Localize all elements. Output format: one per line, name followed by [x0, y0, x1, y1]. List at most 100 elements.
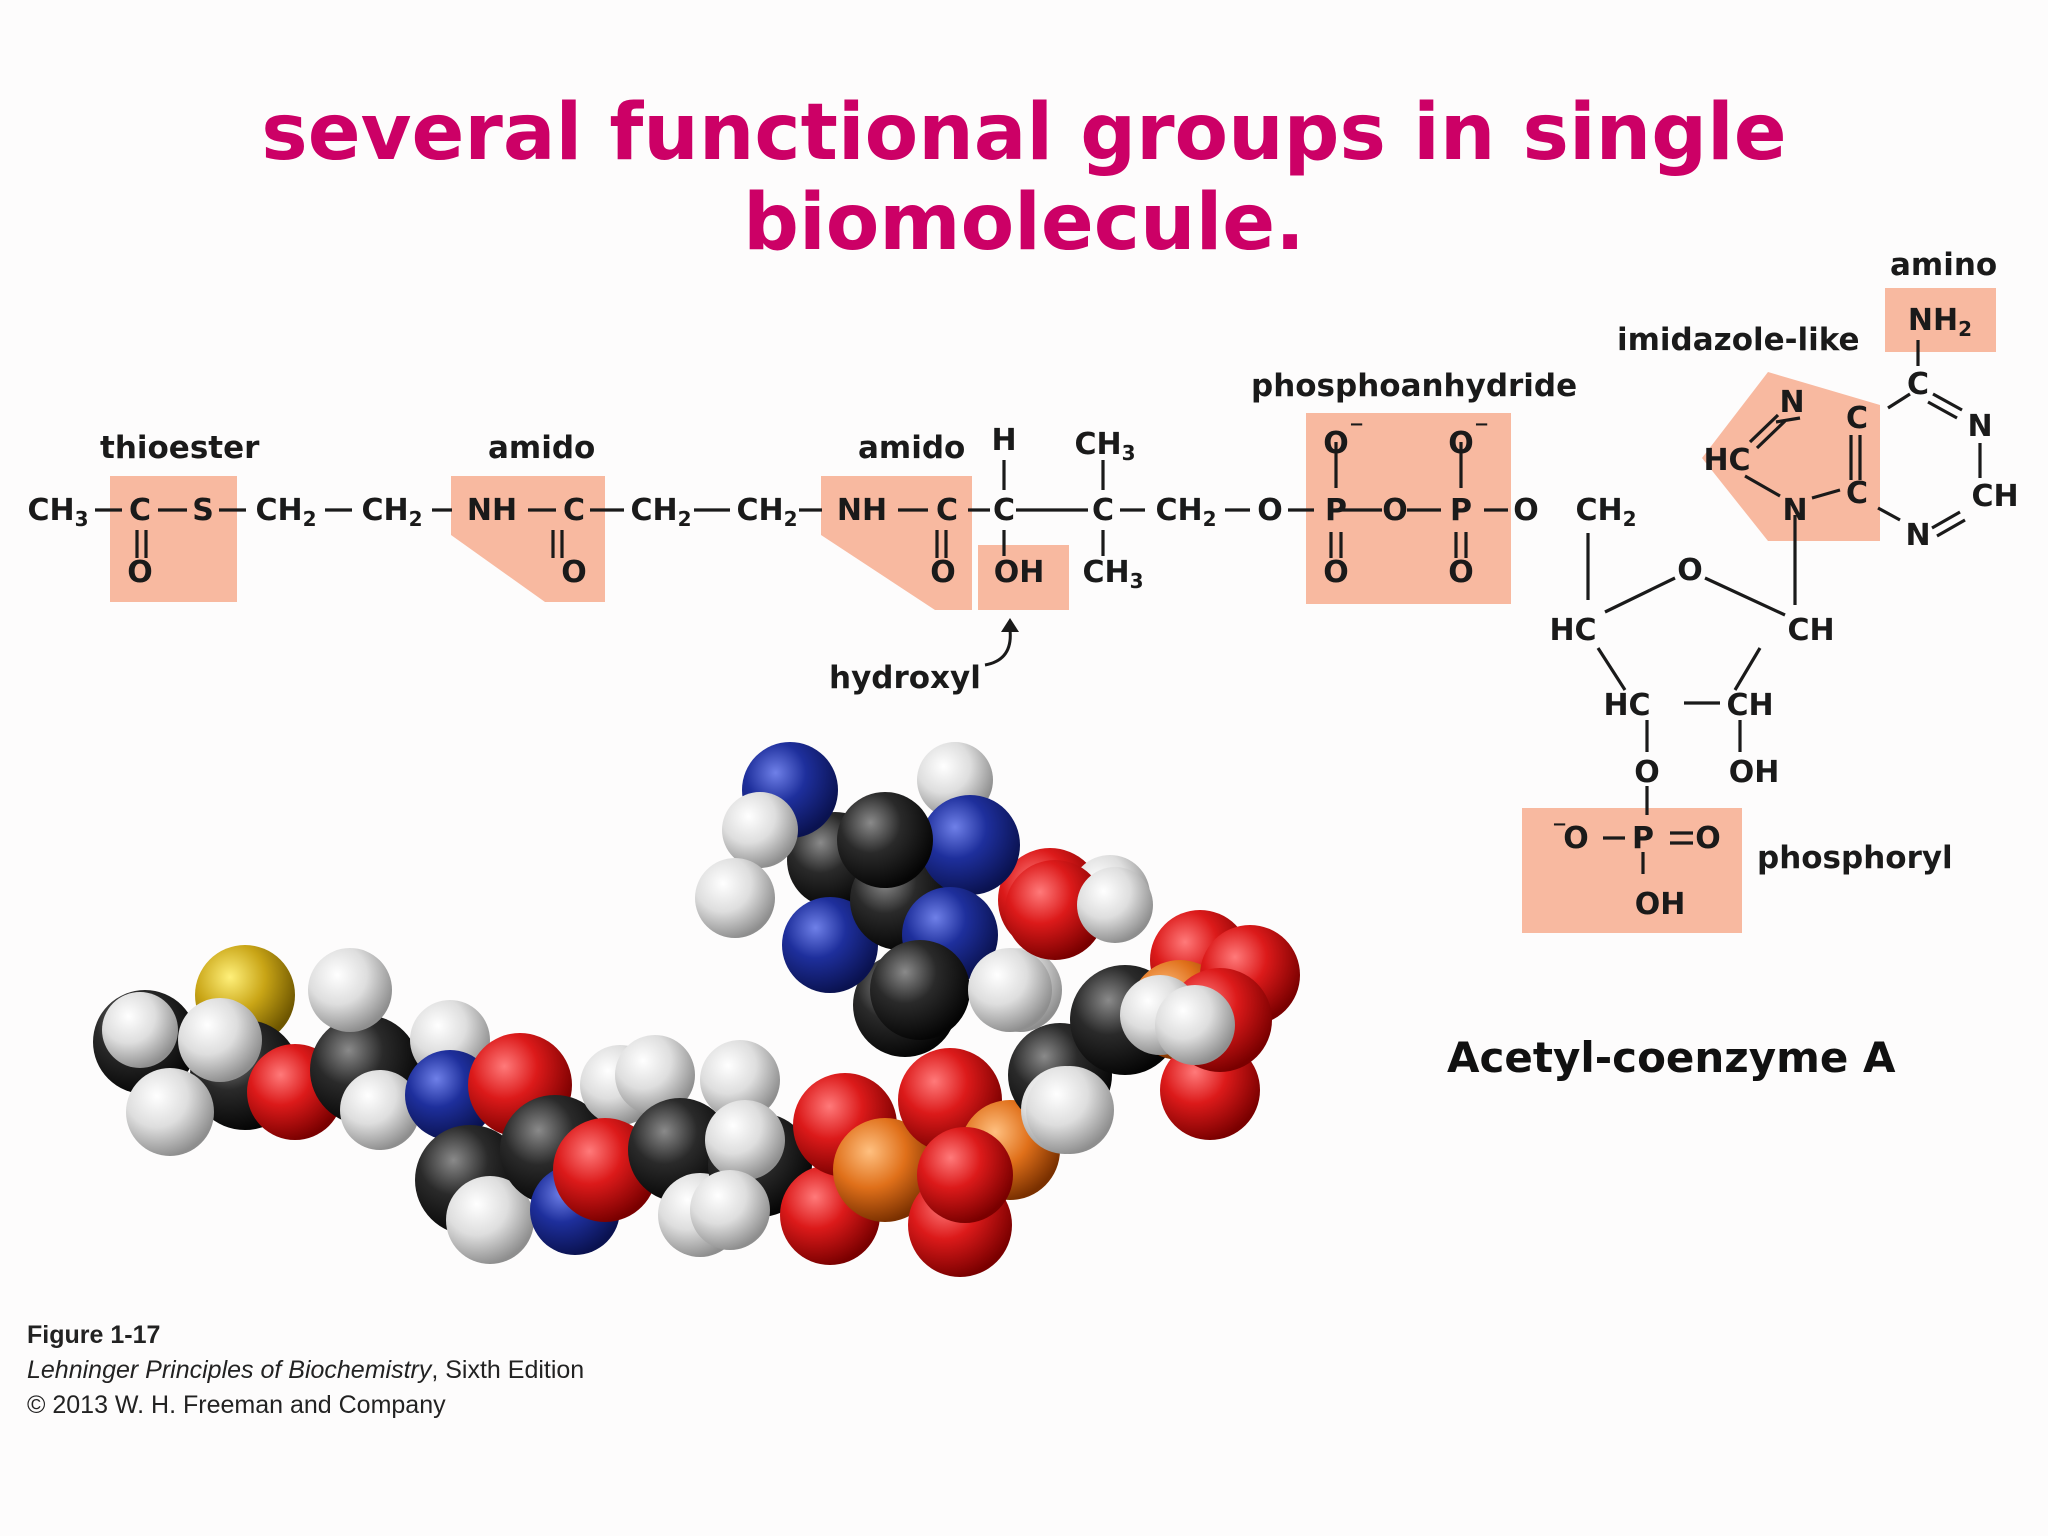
svg-text:CH: CH [1787, 613, 1834, 648]
svg-text:C: C [1907, 367, 1929, 402]
svg-text:CH: CH [1726, 688, 1773, 723]
svg-text:C: C [936, 493, 958, 528]
amino-label: amino [1890, 247, 1997, 283]
svg-text:O: O [1323, 426, 1349, 461]
svg-text:−: − [1474, 414, 1489, 435]
svg-text:−: − [1552, 814, 1567, 835]
copyright: © 2013 W. H. Freeman and Company [27, 1391, 446, 1419]
thioester-label: thioester [100, 430, 260, 466]
svg-text:N: N [1905, 518, 1930, 553]
atom-hydrogen [705, 1100, 785, 1180]
svg-text:O: O [1323, 555, 1349, 590]
atom-nitrogen [920, 795, 1020, 895]
atom-hydrogen [102, 992, 178, 1068]
svg-text:CH3: CH3 [1074, 427, 1135, 465]
svg-text:NH: NH [837, 493, 887, 528]
atom-hydrogen [1077, 867, 1153, 943]
svg-text:O: O [1695, 821, 1721, 856]
atom-hydrogen [700, 1040, 780, 1120]
svg-text:O: O [1513, 493, 1539, 528]
svg-text:P: P [1450, 493, 1472, 528]
atom-nitrogen [782, 897, 878, 993]
svg-text:OH: OH [994, 555, 1045, 590]
hydroxyl-label: hydroxyl [829, 660, 981, 696]
svg-text:C: C [1846, 401, 1868, 436]
svg-text:OH: OH [1729, 755, 1780, 790]
highlight-boxes [110, 288, 1996, 933]
atom-hydrogen [446, 1176, 534, 1264]
svg-text:CH2: CH2 [361, 493, 422, 531]
book-edition: , Sixth Edition [431, 1356, 585, 1384]
svg-text:N: N [1782, 493, 1807, 528]
atom-hydrogen [1026, 1066, 1114, 1154]
svg-text:N: N [1967, 409, 1992, 444]
molecule-name: Acetyl-coenzyme A [1447, 1033, 1896, 1082]
atom-hydrogen [690, 1170, 770, 1250]
svg-text:OH: OH [1635, 887, 1686, 922]
svg-text:P: P [1325, 493, 1347, 528]
amido2-box [821, 476, 972, 610]
atom-carbon [837, 792, 933, 888]
amino-box [1885, 288, 1996, 352]
svg-text:O: O [1448, 555, 1474, 590]
amido1-box [451, 476, 605, 602]
svg-text:CH2: CH2 [255, 493, 316, 531]
svg-text:O: O [561, 555, 587, 590]
atom-oxygen [917, 1127, 1013, 1223]
svg-text:O: O [1382, 493, 1408, 528]
svg-text:CH2: CH2 [1155, 493, 1216, 531]
svg-text:O: O [1677, 553, 1703, 588]
svg-text:CH: CH [1971, 479, 2018, 514]
svg-text:−: − [1349, 414, 1364, 435]
svg-text:O: O [1257, 493, 1283, 528]
svg-text:CH3: CH3 [27, 493, 88, 531]
svg-text:S: S [192, 493, 214, 528]
svg-text:O: O [127, 555, 153, 590]
svg-text:O: O [1563, 821, 1589, 856]
svg-text:O: O [930, 555, 956, 590]
formula-text: CH3 CO S CH2 CH2 NH CO CH2 CH2 NH CO HC … [27, 303, 2018, 922]
svg-text:CH2: CH2 [736, 493, 797, 531]
atom-hydrogen [968, 948, 1052, 1032]
svg-text:NH: NH [467, 493, 517, 528]
atom-carbon [870, 940, 970, 1040]
atom-hydrogen [722, 792, 798, 868]
svg-text:N: N [1779, 385, 1804, 420]
imidazole-label: imidazole-like [1617, 322, 1860, 358]
atom-hydrogen [1155, 985, 1235, 1065]
hydroxyl-box [978, 545, 1069, 610]
svg-text:HC: HC [1603, 688, 1650, 723]
svg-text:C: C [993, 493, 1015, 528]
svg-text:HC: HC [1703, 443, 1750, 478]
svg-text:C: C [1092, 493, 1114, 528]
svg-text:CH2: CH2 [1575, 493, 1636, 531]
phosphoryl-label: phosphoryl [1757, 840, 1953, 876]
bonds [95, 340, 1982, 874]
svg-text:CH3: CH3 [1082, 555, 1143, 593]
thioester-box [110, 476, 237, 602]
atom-hydrogen [695, 858, 775, 938]
svg-text:O: O [1448, 426, 1474, 461]
amido-label-2: amido [858, 430, 965, 466]
atom-oxygen [1005, 860, 1105, 960]
atom-hydrogen [126, 1068, 214, 1156]
svg-text:C: C [1846, 476, 1868, 511]
imidazole-box [1702, 372, 1880, 541]
phosphoryl-box [1522, 808, 1742, 933]
atom-hydrogen [178, 998, 262, 1082]
svg-text:C: C [129, 493, 151, 528]
space-filling-model [93, 742, 1300, 1277]
hydroxyl-arrow [984, 629, 1012, 667]
atom-hydrogen [615, 1035, 695, 1115]
atom-hydrogen [308, 948, 392, 1032]
book-title: Lehninger Principles of Biochemistry [27, 1356, 432, 1384]
figure-caption: Figure 1-17 Lehninger Principles of Bioc… [27, 1318, 584, 1423]
slide-title: several functional groups in single biom… [261, 88, 1787, 268]
svg-text:P: P [1632, 821, 1654, 856]
phosphoanhydride-label: phosphoanhydride [1251, 368, 1577, 404]
svg-text:O: O [1634, 755, 1660, 790]
svg-text:CH2: CH2 [630, 493, 691, 531]
atom-phosphorus [833, 1118, 937, 1222]
svg-text:C: C [563, 493, 585, 528]
